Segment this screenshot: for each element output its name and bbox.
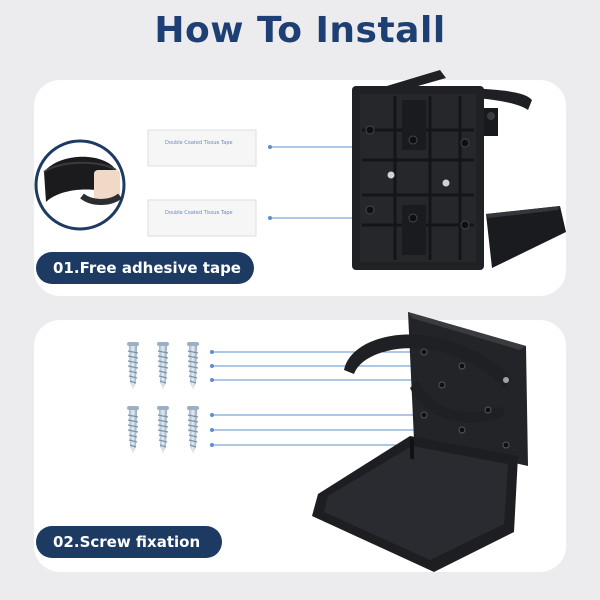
adhesive-tape-top: Double Coated Tissue Tape: [147, 129, 257, 167]
page-title: How To Install: [154, 10, 446, 51]
screw-set: [126, 341, 200, 455]
step1-label: 01.Free adhesive tape: [36, 252, 254, 284]
step2-label: 02.Screw fixation: [36, 526, 222, 558]
adhesive-tape-bottom: Double Coated Tissue Tape: [147, 199, 257, 237]
cup-holder-front-view: [312, 312, 528, 572]
tape-text-bottom: Double Coated Tissue Tape: [165, 210, 233, 216]
tape-text-top: Double Coated Tissue Tape: [165, 140, 233, 146]
cup-holder-back-view: [352, 70, 566, 270]
velcro-strap-image: [34, 139, 126, 231]
